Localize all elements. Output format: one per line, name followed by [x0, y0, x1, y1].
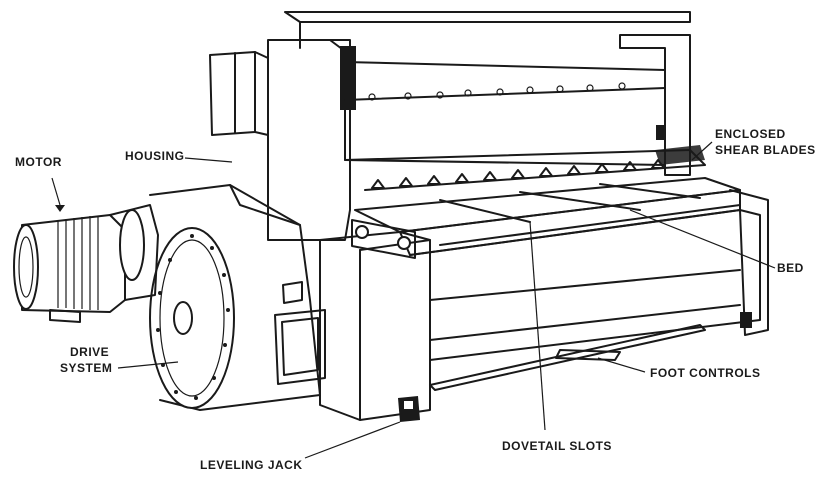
label-motor: MOTOR: [15, 155, 62, 169]
machine-frame: [209, 11, 706, 241]
bed-table: [354, 177, 769, 391]
motor-body: [13, 204, 159, 323]
hold-down-feet: [371, 159, 665, 189]
label-shear-blades: SHEAR BLADES: [715, 143, 816, 157]
label-drive: DRIVE: [70, 345, 109, 359]
motor-fins: [57, 216, 99, 310]
label-housing: HOUSING: [125, 149, 185, 163]
drive-system: [149, 184, 326, 411]
leader-lines: [51, 141, 776, 459]
label-dovetail-slots: DOVETAIL SLOTS: [502, 439, 612, 453]
flywheel-bolts: [156, 234, 230, 400]
label-bed: BED: [777, 261, 804, 275]
label-system: SYSTEM: [60, 361, 112, 375]
label-enclosed: ENCLOSED: [715, 127, 786, 141]
label-foot-controls: FOOT CONTROLS: [650, 366, 761, 380]
pedestal-base: [319, 219, 431, 422]
label-leveling-jack: LEVELING JACK: [200, 458, 303, 472]
ram-bolts: [368, 82, 626, 101]
